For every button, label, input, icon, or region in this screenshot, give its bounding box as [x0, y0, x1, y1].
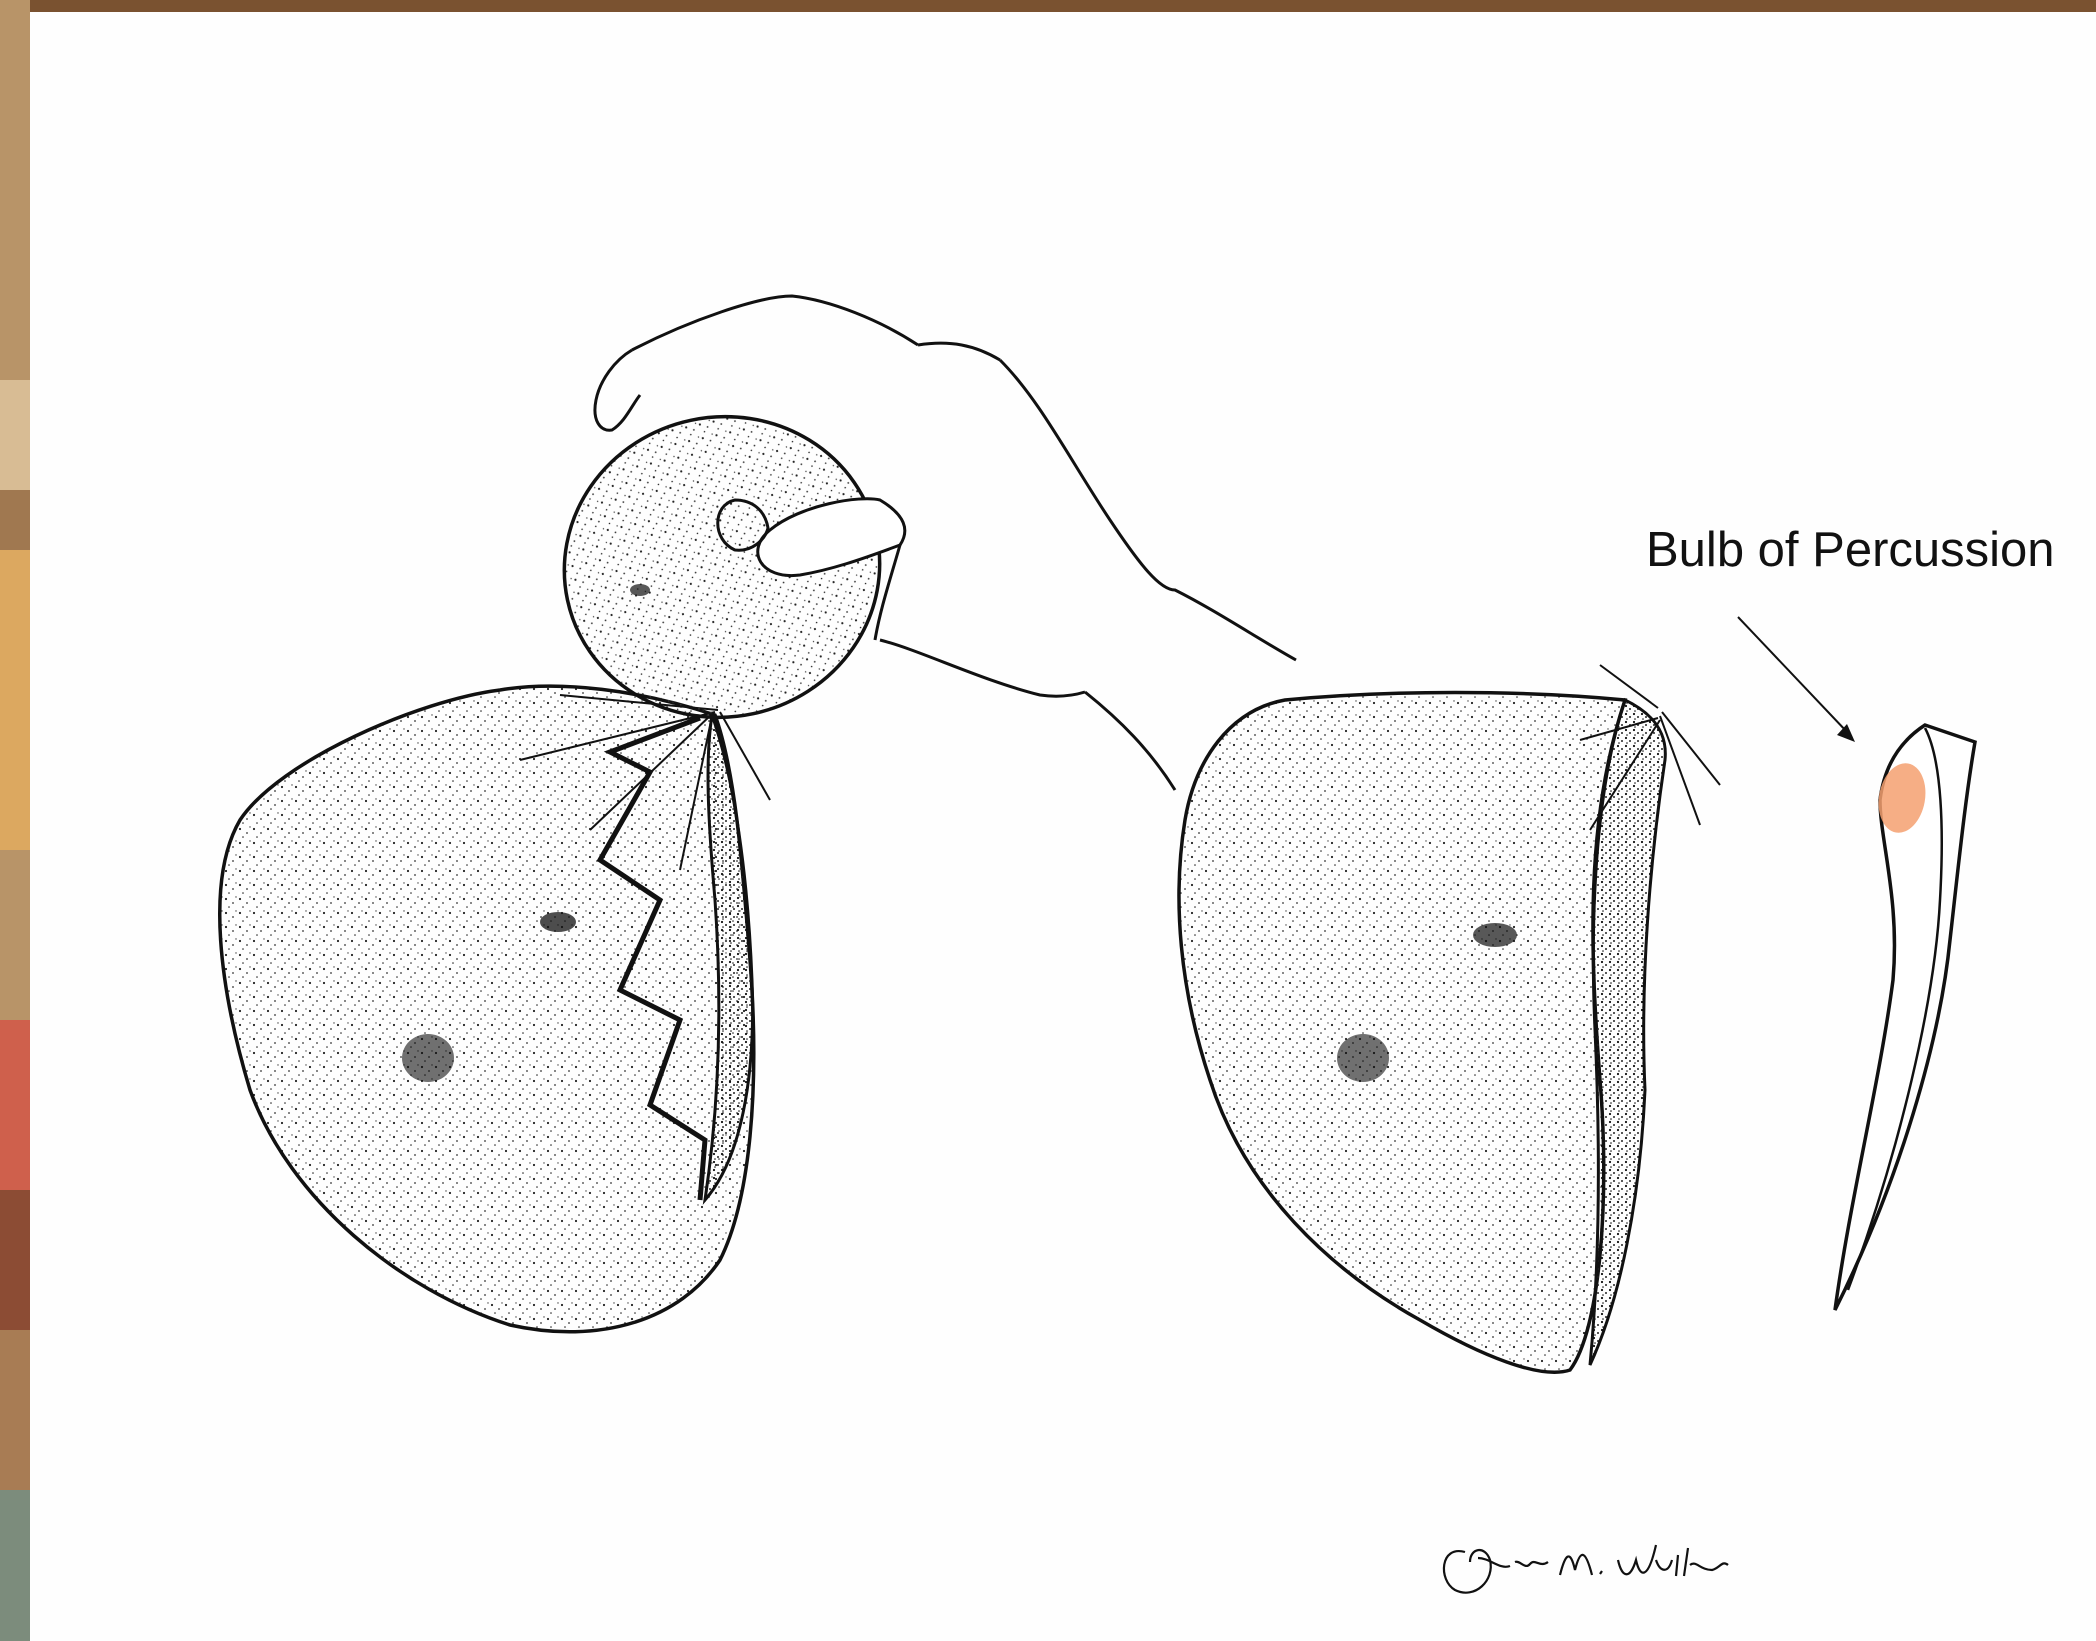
- core-after-flake-icon: [1179, 665, 1720, 1372]
- bulb-of-percussion-label: Bulb of Percussion: [1646, 522, 2055, 578]
- signature-icon: [1444, 1545, 1728, 1593]
- cobble-core-icon: [220, 686, 770, 1332]
- arrow-icon: [1738, 617, 1855, 742]
- flake-icon: [1835, 725, 1975, 1310]
